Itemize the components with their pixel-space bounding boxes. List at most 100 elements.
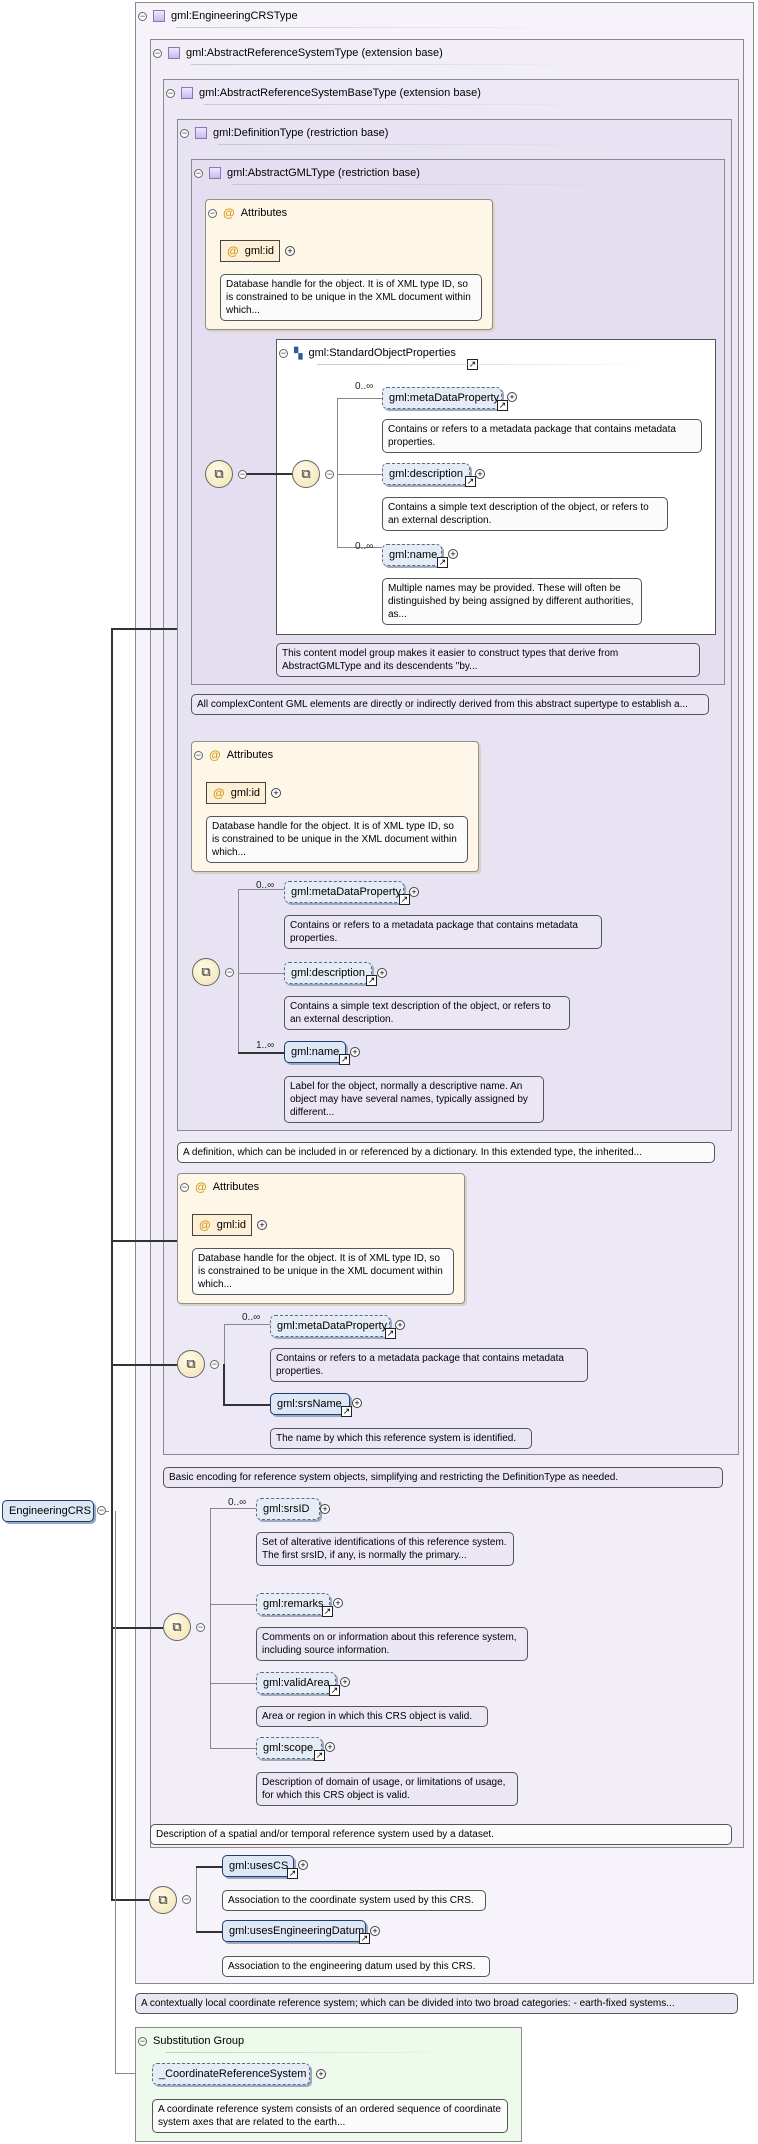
expand-icon[interactable]: + — [333, 1598, 343, 1608]
link-icon[interactable]: ↗ — [385, 1328, 396, 1339]
attributes-header: − @ Attributes — [192, 742, 273, 768]
uses-engineering-datum-note: Association to the engineering datum use… — [222, 1956, 490, 1977]
srs-name-note: The name by which this reference system … — [270, 1428, 532, 1449]
collapse-toggle-icon[interactable]: − — [97, 1505, 106, 1515]
link-icon[interactable]: ↗ — [314, 1750, 325, 1761]
link-icon[interactable]: ↗ — [437, 557, 448, 568]
srs-name-element[interactable]: gml:srsName — [270, 1393, 350, 1415]
uses-cs-element[interactable]: gml:usesCS — [222, 1855, 294, 1877]
expand-icon[interactable]: + — [448, 549, 458, 559]
expand-icon[interactable]: + — [285, 246, 295, 256]
meta-data-property-element[interactable]: gml:metaDataProperty — [382, 387, 502, 409]
abstract-reference-system-type-note: Description of a spatial and/or temporal… — [150, 1824, 732, 1845]
meta-data-property-element[interactable]: gml:metaDataProperty — [284, 881, 404, 903]
collapse-toggle-icon[interactable]: − — [210, 1359, 219, 1369]
attributes-box: − @ Attributes @gml:id + Database handle… — [177, 1173, 465, 1304]
expand-icon[interactable]: + — [325, 1742, 335, 1752]
meta-data-property-element[interactable]: gml:metaDataProperty — [270, 1315, 390, 1337]
scope-element[interactable]: gml:scope — [256, 1737, 322, 1759]
engineering-crs-root-element[interactable]: EngineeringCRS — [2, 1500, 94, 1522]
coordinate-reference-system-element[interactable]: _CoordinateReferenceSystem — [152, 2063, 310, 2085]
attribute-icon: @ — [209, 748, 221, 762]
collapse-toggle-icon[interactable]: − — [238, 469, 247, 479]
link-icon[interactable]: ↗ — [399, 894, 410, 905]
link-icon[interactable]: ↗ — [497, 400, 508, 411]
element-label: gml:usesEngineeringDatum — [229, 1925, 365, 1937]
attribute-icon: @ — [223, 206, 235, 220]
expand-icon[interactable]: + — [320, 1504, 330, 1514]
valid-area-element[interactable]: gml:validArea — [256, 1672, 336, 1694]
collapse-toggle-icon[interactable]: − — [225, 967, 234, 977]
expand-icon[interactable]: + — [370, 1926, 380, 1936]
standard-object-properties-note: This content model group makes it easier… — [276, 643, 700, 677]
collapse-toggle-icon[interactable]: − — [138, 2035, 147, 2046]
collapse-toggle-icon[interactable]: − — [166, 87, 175, 98]
id-attribute[interactable]: @gml:id — [192, 1214, 252, 1236]
uses-cs-note: Association to the coordinate system use… — [222, 1890, 486, 1911]
attribute-icon: @ — [213, 786, 225, 800]
meta-data-property-note: Contains or refers to a metadata package… — [382, 419, 702, 453]
definition-type-header: − gml:DefinitionType (restriction base) — [178, 120, 388, 146]
expand-icon[interactable]: + — [271, 788, 281, 798]
element-label: gml:metaDataProperty — [277, 1320, 388, 1332]
link-icon[interactable]: ↗ — [329, 1685, 340, 1696]
abstract-reference-system-type-header: − gml:AbstractReferenceSystemType (exten… — [151, 40, 443, 66]
group-icon: ▚ — [294, 347, 303, 360]
id-attribute[interactable]: @gml:id — [206, 782, 266, 804]
multiplicity-label: 0..∞ — [242, 1312, 261, 1323]
element-label: gml:metaDataProperty — [291, 886, 402, 898]
expand-icon[interactable]: + — [507, 392, 517, 402]
uses-engineering-datum-element[interactable]: gml:usesEngineeringDatum — [222, 1920, 366, 1942]
link-icon[interactable]: ↗ — [465, 476, 476, 487]
group-header: − ▚ gml:StandardObjectProperties — [277, 340, 456, 366]
link-icon[interactable]: ↗ — [366, 975, 377, 986]
srs-id-note: Set of alterative identifications of thi… — [256, 1532, 514, 1566]
attributes-title: Attributes — [240, 207, 288, 219]
collapse-toggle-icon[interactable]: − — [196, 1622, 205, 1632]
remarks-note: Comments on or information about this re… — [256, 1627, 528, 1661]
complex-type-icon — [153, 10, 165, 22]
expand-icon[interactable]: + — [340, 1677, 350, 1687]
description-element[interactable]: gml:description — [284, 962, 372, 984]
substitution-group-title: Substitution Group — [153, 2035, 245, 2047]
element-label: gml:name — [291, 1046, 340, 1058]
remarks-element[interactable]: gml:remarks — [256, 1593, 330, 1615]
link-icon[interactable]: ↗ — [287, 1868, 298, 1879]
expand-icon[interactable]: + — [316, 2069, 326, 2079]
collapse-toggle-icon[interactable]: − — [153, 47, 162, 58]
collapse-toggle-icon[interactable]: − — [194, 749, 203, 760]
expand-icon[interactable]: + — [350, 1047, 360, 1057]
expand-icon[interactable]: + — [409, 887, 419, 897]
expand-icon[interactable]: + — [352, 1398, 362, 1408]
attribute-icon: @ — [227, 244, 239, 258]
collapse-toggle-icon[interactable]: − — [180, 1181, 189, 1192]
description-element[interactable]: gml:description — [382, 463, 470, 485]
collapse-toggle-icon[interactable]: − — [182, 1894, 191, 1904]
element-label: gml:srsID — [263, 1503, 310, 1515]
link-icon[interactable]: ↗ — [341, 1406, 352, 1417]
multiplicity-label: 0..∞ — [355, 541, 374, 552]
collapse-toggle-icon[interactable]: − — [138, 10, 147, 21]
element-label: gml:name — [389, 549, 438, 561]
collapse-toggle-icon[interactable]: − — [180, 127, 189, 138]
link-icon[interactable]: ↗ — [339, 1054, 350, 1065]
expand-icon[interactable]: + — [257, 1220, 267, 1230]
collapse-toggle-icon[interactable]: − — [194, 167, 203, 178]
meta-data-property-note: Contains or refers to a metadata package… — [284, 915, 602, 949]
name-element[interactable]: gml:name — [284, 1041, 346, 1063]
type-title: gml:AbstractReferenceSystemType (extensi… — [186, 47, 443, 59]
collapse-toggle-icon[interactable]: − — [208, 207, 217, 218]
srs-id-element[interactable]: gml:srsID — [256, 1498, 320, 1520]
id-attribute[interactable]: @gml:id — [220, 240, 280, 262]
link-icon[interactable]: ↗ — [359, 1933, 370, 1944]
expand-icon[interactable]: + — [298, 1860, 308, 1870]
collapse-toggle-icon[interactable]: − — [325, 469, 334, 479]
name-element[interactable]: gml:name — [382, 544, 442, 566]
link-icon[interactable]: ↗ — [322, 1606, 333, 1617]
type-title: gml:AbstractGMLType (restriction base) — [227, 167, 420, 179]
expand-icon[interactable]: + — [475, 469, 485, 479]
expand-icon[interactable]: + — [395, 1320, 405, 1330]
collapse-toggle-icon[interactable]: − — [279, 347, 288, 358]
meta-data-property-note: Contains or refers to a metadata package… — [270, 1348, 588, 1382]
expand-icon[interactable]: + — [377, 968, 387, 978]
